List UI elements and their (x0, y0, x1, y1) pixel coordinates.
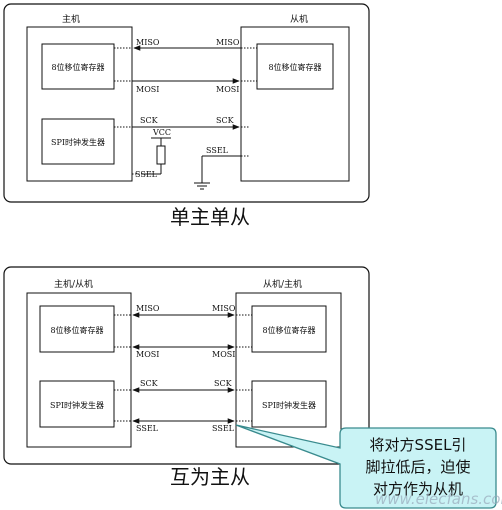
slave-ssel-label: SSEL (206, 146, 229, 155)
left-ssel-label: SSEL (136, 424, 159, 433)
callout-line-2: 脚拉低后，迫使 (365, 458, 470, 476)
caption-2: 互为主从 (170, 465, 250, 489)
master-mosi-label: MOSI (136, 85, 159, 94)
caption-1: 单主单从 (170, 205, 250, 229)
right-clock-generator-box (251, 380, 327, 428)
master-box (26, 26, 133, 182)
master-shift-register-box (41, 43, 115, 90)
master-title: 主机 (62, 13, 80, 25)
master-shift-register-label: 8位移位寄存器 (51, 62, 104, 72)
diagram-mutual-master-slave: 主机/从机 8位移位寄存器 SPI时钟发生器 从机/主机 8位移位寄存器 SPI… (3, 266, 502, 509)
right-mosi-label: MOSI (212, 350, 235, 359)
dotted-stubs-2 (114, 314, 252, 422)
right-shift-register-box (251, 305, 327, 353)
slave-shift-register-label: 8位移位寄存器 (268, 62, 321, 72)
left-miso-label: MISO (136, 304, 160, 313)
right-miso-label: MISO (212, 304, 236, 313)
left-clock-generator-label: SPI时钟发生器 (50, 400, 104, 410)
left-title: 主机/从机 (54, 278, 93, 290)
outer-frame-1 (3, 3, 370, 203)
right-box (235, 292, 342, 448)
master-sck-label: SCK (140, 116, 159, 125)
callout-bubble (235, 424, 497, 509)
outer-frame-2 (3, 266, 370, 465)
pullup-resistor (156, 145, 166, 165)
slave-title: 从机 (290, 13, 308, 25)
slave-sck-label: SCK (216, 116, 235, 125)
dotted-stubs-1 (114, 47, 257, 175)
right-ssel-label: SSEL (212, 424, 235, 433)
master-miso-label: MISO (136, 38, 160, 47)
right-title: 从机/主机 (263, 278, 302, 290)
right-shift-register-label: 8位移位寄存器 (262, 325, 315, 335)
master-ssel-label: SSEL (135, 170, 158, 179)
slave-box (240, 26, 350, 182)
vcc-label: VCC (152, 128, 171, 137)
left-shift-register-box (39, 305, 115, 353)
left-shift-register-label: 8位移位寄存器 (50, 325, 103, 335)
ground-icon (194, 182, 210, 190)
master-clock-generator-label: SPI时钟发生器 (51, 137, 105, 147)
callout-line-1: 将对方SSEL引 (370, 436, 467, 454)
slave-shift-register-box (256, 43, 334, 90)
left-sck-label: SCK (140, 379, 159, 388)
slave-mosi-label: MOSI (216, 85, 239, 94)
watermark: www.elecfans.com (375, 490, 502, 508)
right-sck-label: SCK (214, 379, 233, 388)
left-box (26, 292, 132, 448)
callout-line-3: 对方作为从机 (373, 480, 463, 498)
left-clock-generator-box (39, 380, 115, 428)
slave-miso-label: MISO (216, 38, 240, 47)
right-clock-generator-label: SPI时钟发生器 (262, 400, 316, 410)
left-mosi-label: MOSI (136, 350, 159, 359)
master-clock-generator-box (41, 118, 115, 165)
diagram-single-master-single-slave: 主机 8位移位寄存器 SPI时钟发生器 从机 8位移位寄存器 MISO MISO… (3, 3, 370, 229)
